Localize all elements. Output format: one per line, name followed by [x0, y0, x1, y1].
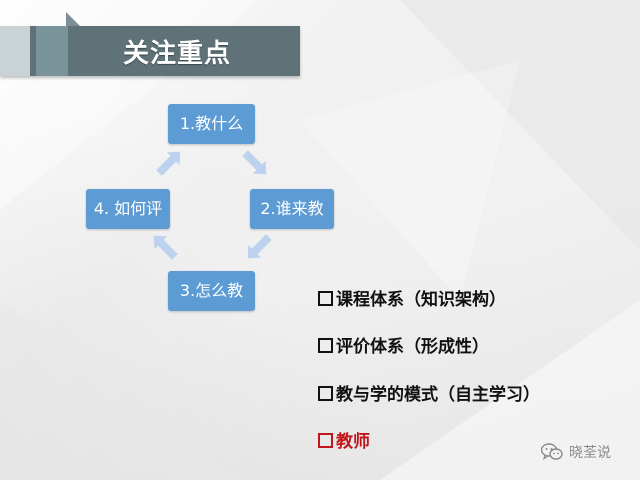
- title-banner-accent-block: [36, 26, 68, 76]
- checkbox-square-icon: [318, 338, 333, 353]
- bullet-item: 课程体系（知识架构）: [318, 285, 506, 310]
- checkbox-square-icon: [318, 386, 333, 401]
- bullet-item: 评价体系（形成性）: [318, 332, 489, 357]
- watermark-text: 晓荃说: [569, 445, 611, 461]
- bullet-text: 教师: [336, 432, 370, 452]
- bullet-text: 课程体系（知识架构）: [336, 290, 506, 310]
- title-banner-fold: [66, 12, 80, 26]
- checkbox-square-icon: [318, 291, 333, 306]
- title-banner: [0, 12, 300, 76]
- bullet-text: 教与学的模式（自主学习）: [336, 385, 540, 405]
- title-banner-light-block: [0, 26, 30, 76]
- diagram-node-who-teaches: 2.谁来教: [250, 189, 334, 229]
- checkbox-square-icon: [318, 433, 333, 448]
- diagram-node-what-to-teach: 1.教什么: [168, 104, 255, 144]
- wechat-icon: [541, 443, 563, 460]
- bullet-text: 评价体系（形成性）: [336, 337, 489, 357]
- bullet-item: 教与学的模式（自主学习）: [318, 380, 540, 405]
- watermark: 晓荃说: [541, 441, 611, 463]
- diagram-node-how-to-teach: 3.怎么教: [168, 271, 255, 311]
- diagram-node-how-to-evaluate: 4. 如何评: [86, 189, 170, 229]
- bullet-item-highlight: 教师: [318, 427, 370, 452]
- slide-title: 关注重点: [123, 39, 232, 69]
